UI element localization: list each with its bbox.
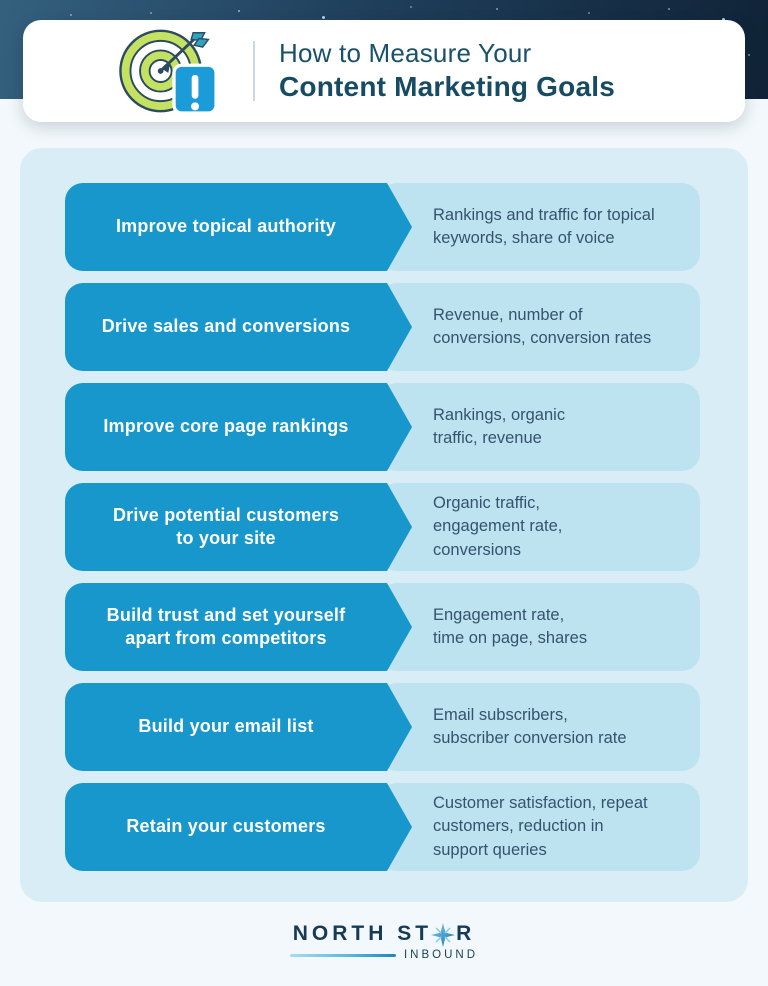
star-dot <box>322 16 325 19</box>
goal-row: Retain your customers Customer satisfact… <box>65 783 700 871</box>
metric-box: Email subscribers, subscriber conversion… <box>379 683 700 771</box>
metric-text: Engagement rate, time on page, shares <box>433 605 588 647</box>
star-dot <box>748 54 750 56</box>
star-dot <box>410 6 412 8</box>
goal-label: Drive potential customers to your site <box>112 504 340 548</box>
star-dot <box>238 10 240 12</box>
metric-text: Revenue, number of conversions, conversi… <box>433 305 652 347</box>
page-title-line2: Content Marketing Goals <box>279 70 615 102</box>
logo-underline <box>290 953 396 957</box>
goal-row: Drive potential customers to your site O… <box>65 483 700 571</box>
goal-row: Build your email list Email subscribers,… <box>65 683 700 771</box>
north-star-icon <box>431 923 456 947</box>
page-title: How to Measure Your Content Marketing Go… <box>279 38 615 104</box>
metric-text: Email subscribers, subscriber conversion… <box>433 705 627 747</box>
goal-arrow-box: Improve topical authority <box>65 183 412 271</box>
star-dot <box>722 18 725 21</box>
header-divider <box>253 41 255 101</box>
goal-label: Build trust and set yourself apart from … <box>106 604 346 648</box>
target-arrow-alert-icon <box>119 29 218 115</box>
goal-label: Drive sales and conversions <box>101 316 351 337</box>
goal-label: Improve core page rankings <box>103 416 349 437</box>
star-dot <box>70 14 72 16</box>
metric-box: Revenue, number of conversions, conversi… <box>379 283 700 371</box>
goal-arrow-box: Drive potential customers to your site <box>65 483 412 571</box>
metric-text: Organic traffic, engagement rate, conver… <box>433 494 563 559</box>
metric-box: Rankings and traffic for topical keyword… <box>379 183 700 271</box>
logo-text-start: NORTH ST <box>292 922 433 945</box>
page-title-line1: How to Measure Your <box>279 38 532 69</box>
metric-text: Rankings and traffic for topical keyword… <box>433 205 655 247</box>
goal-arrow-box: Build trust and set yourself apart from … <box>65 583 412 671</box>
header-card: How to Measure Your Content Marketing Go… <box>23 20 745 122</box>
metric-box: Engagement rate, time on page, shares <box>379 583 700 671</box>
goal-label: Build your email list <box>138 716 314 737</box>
goal-row: Improve core page rankings Rankings, org… <box>65 383 700 471</box>
goal-label: Retain your customers <box>126 816 326 837</box>
star-dot <box>588 12 590 14</box>
goal-arrow-box: Drive sales and conversions <box>65 283 412 371</box>
goal-row: Build trust and set yourself apart from … <box>65 583 700 671</box>
goal-arrow-box: Improve core page rankings <box>65 383 412 471</box>
goal-arrow-box: Retain your customers <box>65 783 412 871</box>
logo-text-end: R <box>456 922 476 945</box>
logo-subline: INBOUND <box>290 949 478 961</box>
goal-arrow-box: Build your email list <box>65 683 412 771</box>
metric-text: Customer satisfaction, repeat customers,… <box>433 794 648 859</box>
goal-row: Improve topical authority Rankings and t… <box>65 183 700 271</box>
metric-text: Rankings, organic traffic, revenue <box>433 405 566 447</box>
logo-wordmark: NORTH ST R <box>292 922 476 947</box>
logo-subtext: INBOUND <box>403 949 478 961</box>
metric-box: Customer satisfaction, repeat customers,… <box>379 783 700 871</box>
star-dot <box>150 12 152 14</box>
metric-box: Rankings, organic traffic, revenue <box>379 383 700 471</box>
metric-box: Organic traffic, engagement rate, conver… <box>379 483 700 571</box>
north-star-inbound-logo: NORTH ST R INBOUND <box>0 922 768 961</box>
goals-panel: Improve topical authority Rankings and t… <box>20 148 748 902</box>
star-dot <box>668 8 670 10</box>
star-dot <box>496 8 498 10</box>
goal-row: Drive sales and conversions Revenue, num… <box>65 283 700 371</box>
goal-label: Improve topical authority <box>115 216 337 237</box>
